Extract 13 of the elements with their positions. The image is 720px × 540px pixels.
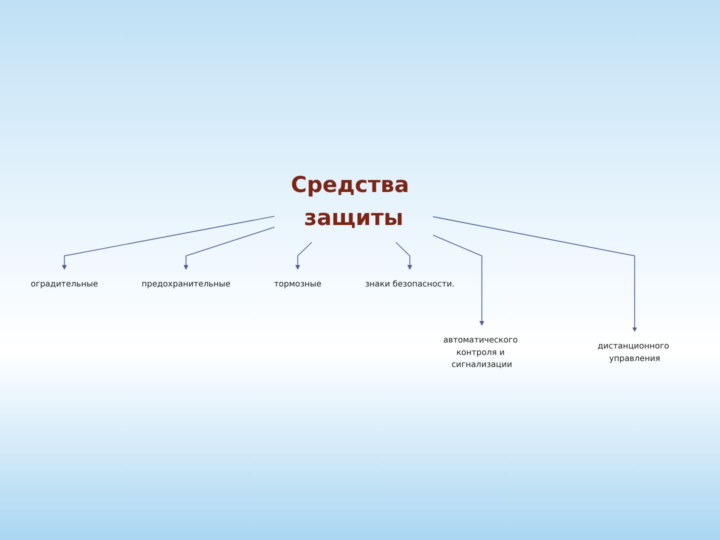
node-text: автоматического контроля и сигнализации — [443, 335, 518, 370]
node-text: предохранительные — [142, 279, 230, 290]
node-text: знаки безопасности. — [365, 279, 455, 290]
arrow — [184, 227, 275, 270]
node-text: Средства защиты — [290, 172, 410, 231]
node-text: тормозные — [274, 279, 322, 290]
node-text: дистанционного управления — [598, 341, 670, 364]
arrow — [432, 216, 638, 332]
arrow — [295, 242, 312, 270]
node-text: оградительные — [30, 279, 98, 290]
arrow — [432, 235, 484, 326]
arrow — [62, 216, 275, 270]
arrow — [395, 242, 412, 270]
